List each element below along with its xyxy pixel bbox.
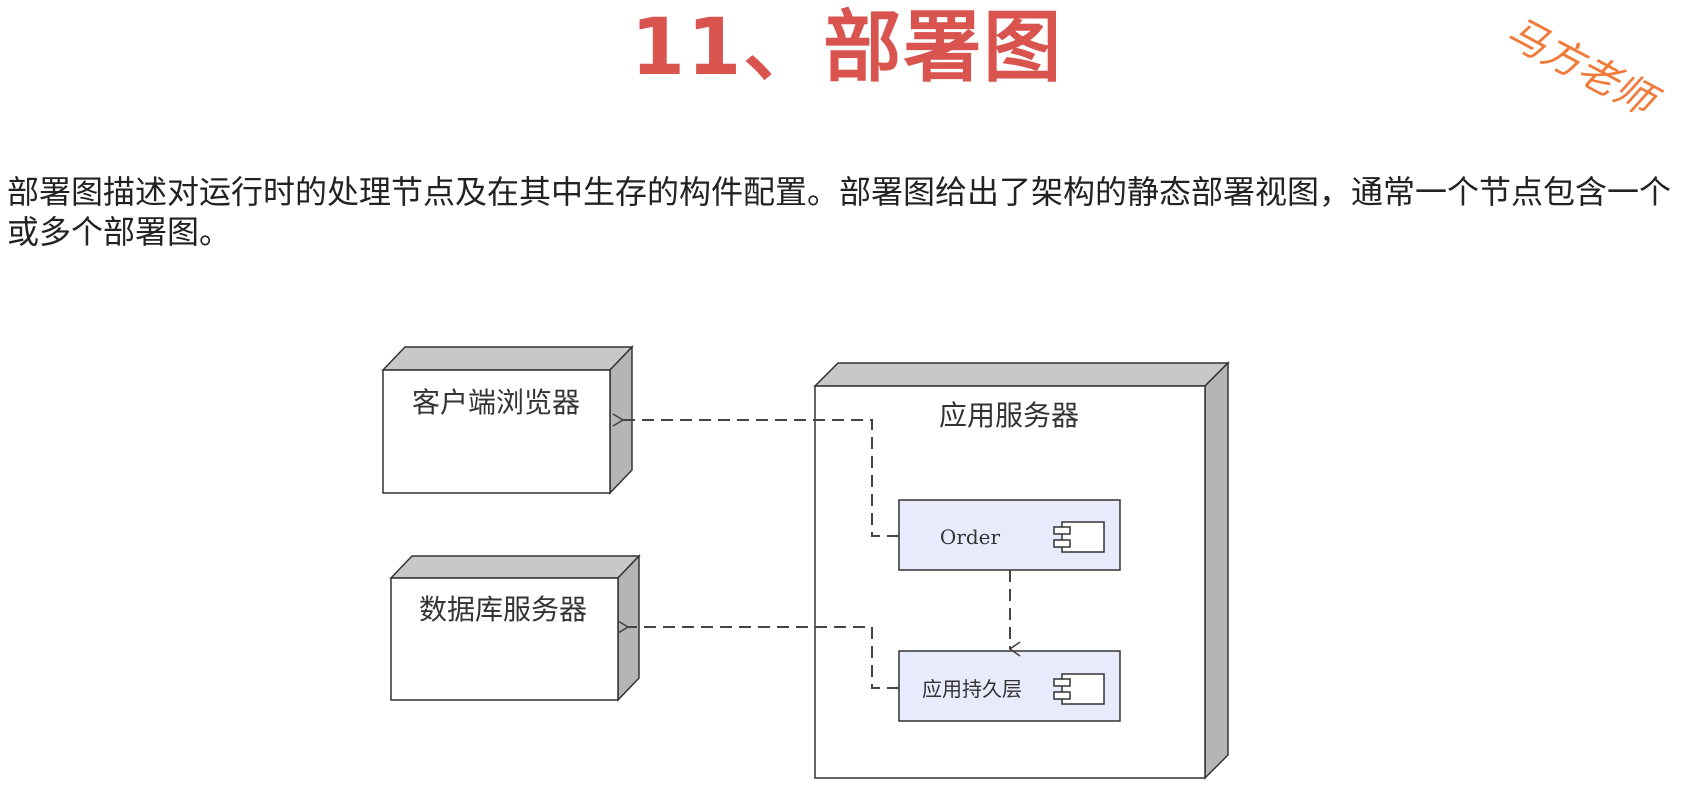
component-icon bbox=[1053, 673, 1105, 705]
description-paragraph: 部署图描述对运行时的处理节点及在其中生存的构件配置。部署图给出了架构的静态部署视… bbox=[7, 173, 1672, 251]
slide-title: 11、部署图 bbox=[630, 3, 1064, 93]
node-db-server-label: 数据库服务器 bbox=[419, 593, 587, 626]
component-persistence-label: 应用持久层 bbox=[922, 677, 1022, 701]
node-db-server: 数据库服务器 bbox=[389, 554, 641, 702]
dependency-order-to-client bbox=[612, 413, 899, 537]
component-order: Order bbox=[898, 499, 1121, 571]
node-app-server-label: 应用服务器 bbox=[939, 399, 1079, 432]
component-icon bbox=[1053, 521, 1105, 553]
component-order-label: Order bbox=[940, 525, 1001, 549]
component-persistence: 应用持久层 bbox=[898, 650, 1121, 722]
node-client-browser: 客户端浏览器 bbox=[381, 345, 634, 495]
node-client-browser-label: 客户端浏览器 bbox=[412, 386, 580, 419]
dependency-persistence-to-db bbox=[617, 620, 899, 689]
